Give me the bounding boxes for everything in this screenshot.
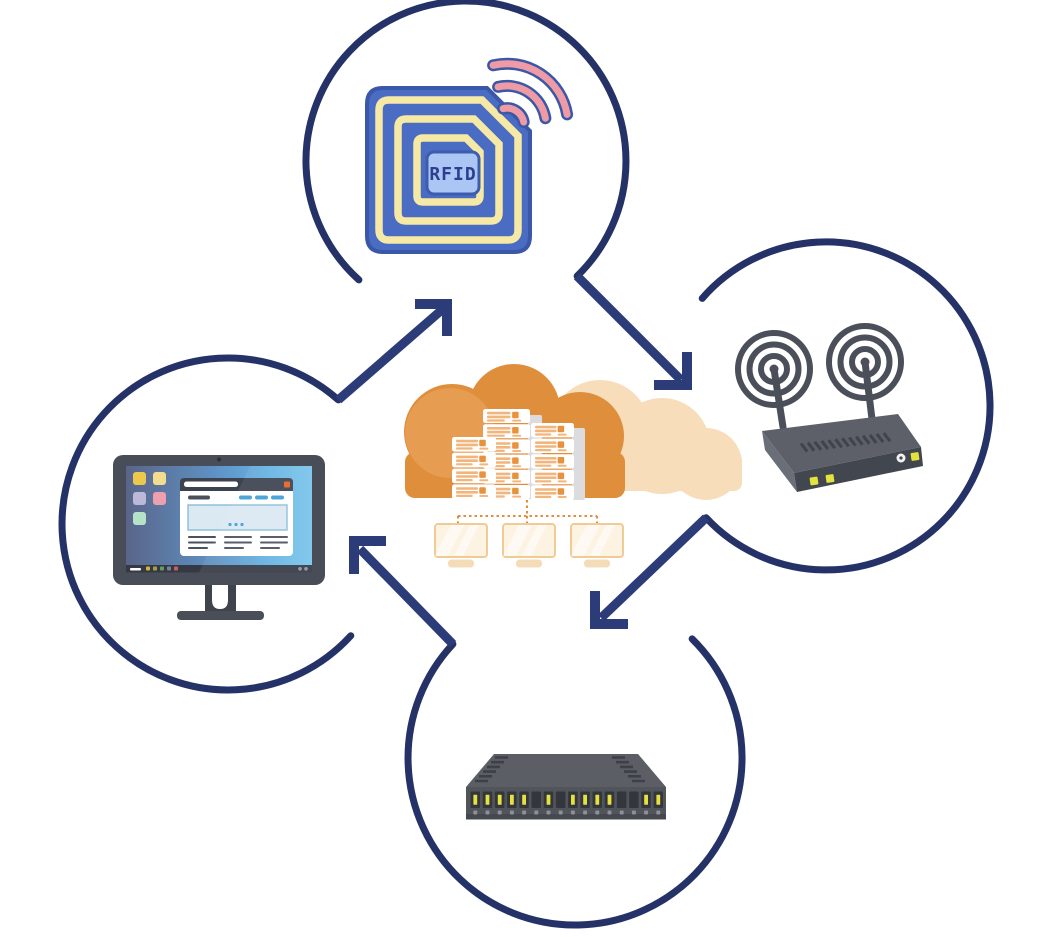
switch-icon: [466, 754, 666, 820]
router-leds: [809, 452, 920, 486]
arrow-switch-to-computer: [349, 536, 457, 648]
arrow-router-to-switch: [590, 514, 710, 629]
ring-left: [58, 354, 355, 694]
switch-vents-left: [475, 756, 508, 783]
client-terminal-icons: [434, 523, 624, 568]
switch-base-strip: [466, 814, 666, 820]
ring-top: [302, 0, 630, 284]
client-terminal: [502, 523, 556, 568]
cycle-rings: [58, 0, 994, 929]
desktop-icons: [133, 472, 166, 525]
wifi-signal-icon: [487, 57, 574, 128]
rfid-chip: [425, 150, 481, 196]
router-top: [762, 414, 921, 473]
monitor-stand-base: [177, 611, 264, 620]
loading-dots: [228, 522, 244, 527]
screen-glare: [199, 466, 312, 573]
network-dotted-lines: [457, 500, 598, 523]
server-tower-left: [452, 437, 496, 499]
flow-arrows: [335, 272, 710, 648]
rfid-antenna-coils: [375, 96, 522, 244]
router-vents: [799, 432, 892, 453]
start-dash: [130, 568, 141, 571]
client-terminal: [434, 523, 488, 568]
browser-window: [180, 478, 293, 556]
address-bar: [184, 481, 238, 487]
cloud-servers-icon: [404, 364, 742, 568]
camera-dot: [217, 457, 221, 462]
antenna-right: [826, 323, 904, 423]
menu-bar: [188, 495, 210, 500]
server-tower-right: [531, 423, 574, 500]
content-panel: [187, 504, 288, 531]
monitor-stand-notch: [212, 583, 228, 609]
ring-bottom: [404, 635, 746, 929]
rfid-label: RFID: [429, 164, 476, 185]
router-front: [794, 447, 923, 492]
rfid-chip-icon: RFID: [365, 57, 574, 254]
nav-tabs: [239, 495, 284, 500]
text-columns: [188, 536, 288, 549]
monitor-icon: [113, 455, 325, 620]
arrow-rfid-to-router: [573, 272, 692, 390]
router-side: [762, 431, 797, 492]
server-panel-right: [572, 428, 585, 500]
antenna-left: [735, 330, 813, 431]
ring-right: [698, 238, 994, 574]
client-terminal: [570, 523, 624, 568]
arrow-computer-to-rfid: [335, 299, 452, 404]
taskbar: [126, 565, 312, 573]
switch-ports: [470, 791, 663, 815]
switch-vents-right: [612, 756, 645, 783]
close-button: [284, 481, 290, 488]
router-icon: [735, 323, 923, 492]
